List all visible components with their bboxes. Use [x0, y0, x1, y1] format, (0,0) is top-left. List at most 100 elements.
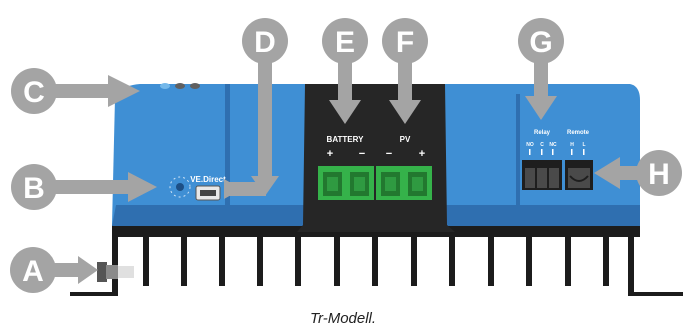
callout-h-letter: H — [648, 158, 670, 191]
pv-label: PV — [400, 135, 411, 144]
callout-h-arrow — [594, 157, 640, 189]
battery-minus-screw-head — [354, 177, 365, 191]
heatsink-fin — [411, 234, 417, 286]
callout-a-letter: A — [22, 255, 44, 288]
heatsink-fin — [219, 234, 225, 286]
callout-b: B — [11, 164, 157, 210]
callout-a: A — [10, 247, 98, 293]
remote-h-tick — [571, 149, 573, 155]
callout-f-circle — [382, 18, 428, 64]
callout-b-letter: B — [23, 172, 45, 205]
callout-b-arrow — [53, 172, 157, 202]
led-3 — [190, 83, 200, 89]
relay-c-tick — [541, 149, 543, 155]
side-fuse-tip — [118, 266, 134, 278]
remote-l-tick — [583, 149, 585, 155]
relay-nc-tick — [552, 149, 554, 155]
housing-seam-right — [516, 94, 520, 225]
callout-c: C — [11, 68, 140, 114]
callout-g-letter: G — [529, 26, 552, 59]
callout-e: E — [322, 18, 368, 124]
callout-d-letter: D — [254, 26, 276, 59]
heatsink-fin — [488, 234, 494, 286]
callout-b-circle — [11, 164, 57, 210]
callout-e-circle — [322, 18, 368, 64]
callout-e-arrow — [329, 60, 361, 124]
heatsink-fins — [143, 234, 609, 286]
callout-f-letter: F — [396, 26, 414, 59]
relay-terminal: Relay NO C NC — [522, 130, 562, 190]
callout-c-letter: C — [23, 76, 45, 109]
callout-a-arrow — [52, 256, 98, 284]
remote-pin-block — [568, 168, 590, 188]
callout-d: D — [224, 18, 288, 199]
heatsink-leg-left — [112, 230, 118, 296]
led-1 — [160, 83, 170, 89]
relay-c-label: C — [540, 142, 544, 148]
battery-terminals: BATTERY + − — [318, 135, 374, 200]
callout-e-letter: E — [335, 26, 355, 59]
battery-minus-sign: − — [359, 148, 365, 160]
relay-no-label: NO — [526, 142, 534, 148]
pv-terminals: PV − + — [376, 135, 432, 200]
relay-no-pin — [525, 168, 535, 188]
callout-arrows: A B C D E F — [10, 18, 682, 293]
remote-label: Remote — [567, 130, 590, 136]
side-fuse — [97, 262, 134, 282]
pv-plus-sign: + — [419, 148, 425, 160]
vedirect-label: VE.Direct — [190, 175, 226, 184]
battery-label: BATTERY — [327, 135, 365, 144]
remote-wire-bridge — [569, 175, 589, 182]
vedirect-port: VE.Direct — [190, 175, 226, 201]
heatsink-fin — [181, 234, 187, 286]
callout-g: G — [518, 18, 564, 120]
heatsink-leg-right — [628, 230, 683, 296]
bluetooth-icon — [169, 176, 191, 198]
controller-diagram: VE.Direct BATTERY + − PV − + Relay NO C … — [10, 18, 683, 296]
side-fuse-body — [97, 262, 107, 282]
relay-nc-pin — [549, 168, 559, 188]
callout-h: H — [594, 150, 682, 196]
battery-plus-sign: + — [327, 148, 333, 160]
side-fuse-cap — [106, 265, 118, 279]
battery-plus-screw-head — [327, 177, 338, 191]
pv-plus-screw-head — [412, 177, 423, 191]
heatsink — [70, 225, 683, 296]
callout-f-arrow — [389, 60, 421, 124]
heatsink-fin — [334, 234, 340, 286]
callout-g-arrow — [525, 60, 557, 120]
heatsink-fin — [565, 234, 571, 286]
heatsink-foot-left — [70, 292, 118, 296]
status-leds — [160, 83, 200, 89]
callout-d-shaft — [251, 60, 279, 196]
callout-g-circle — [518, 18, 564, 64]
remote-l-label: L — [582, 142, 585, 148]
pv-minus-screw-head — [385, 177, 396, 191]
remote-terminal: Remote H L — [565, 130, 593, 190]
remote-h-label: H — [570, 142, 574, 148]
heatsink-fin — [449, 234, 455, 286]
callout-c-arrow — [53, 75, 140, 107]
heatsink-fin — [257, 234, 263, 286]
callout-d-circle — [242, 18, 288, 64]
callout-a-circle — [10, 247, 56, 293]
bluetooth-icon-ring — [169, 176, 191, 198]
vedirect-socket-pins — [200, 190, 216, 196]
heatsink-fin — [603, 234, 609, 286]
callout-d-arrowhead — [224, 179, 242, 199]
led-2 — [175, 83, 185, 89]
relay-label: Relay — [534, 130, 551, 136]
pv-minus-sign: − — [386, 148, 392, 160]
heatsink-fin — [143, 234, 149, 286]
relay-nc-label: NC — [549, 142, 557, 148]
callout-c-circle — [11, 68, 57, 114]
figure-caption: Tr-Modell. — [309, 310, 377, 327]
heatsink-fin — [526, 234, 532, 286]
relay-c-pin — [537, 168, 547, 188]
relay-no-tick — [529, 149, 531, 155]
callout-f: F — [382, 18, 428, 124]
heatsink-fin — [295, 234, 301, 286]
heatsink-fin — [372, 234, 378, 286]
bluetooth-icon-center — [176, 183, 184, 191]
housing-seam-left — [225, 84, 230, 225]
